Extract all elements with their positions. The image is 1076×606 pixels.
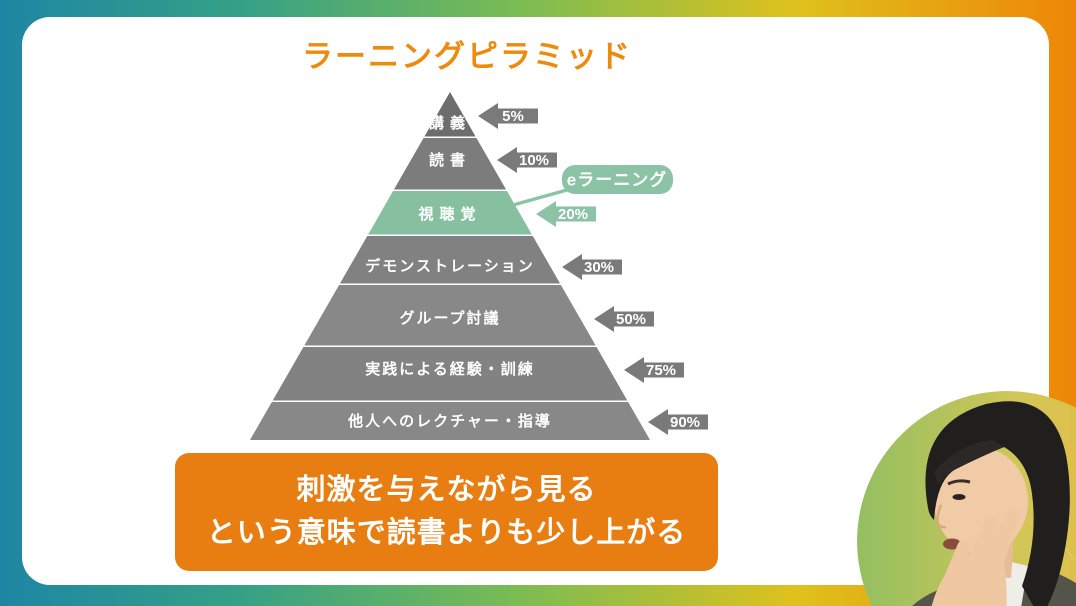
pyramid-level-label: 講義 bbox=[429, 114, 471, 132]
person-nose bbox=[936, 504, 947, 529]
person-hair-fringe bbox=[934, 440, 1004, 485]
callout-bubble bbox=[562, 165, 673, 194]
person-eye bbox=[952, 494, 966, 500]
pyramid-level-band bbox=[250, 402, 650, 440]
pct-label: 20% bbox=[558, 206, 588, 223]
pct-label: 50% bbox=[616, 311, 646, 328]
left-arrow-icon bbox=[497, 147, 557, 173]
left-arrow-icon bbox=[478, 103, 538, 129]
left-arrow-icon bbox=[624, 357, 684, 383]
left-arrow-icon bbox=[562, 254, 622, 280]
pyramid-level-label: 実践による経験・訓練 bbox=[365, 360, 535, 378]
callout-label: eラーニング bbox=[567, 169, 667, 189]
speaker-photo bbox=[857, 391, 1076, 606]
percentage-arrows: 5% 10% 20% 30% 50% 75% 90% bbox=[478, 103, 708, 435]
pyramid-level-label: グループ討議 bbox=[399, 309, 500, 327]
left-arrow-icon bbox=[536, 201, 596, 227]
slide-title: ラーニングピラミッド bbox=[302, 39, 632, 74]
person-mouth bbox=[943, 538, 961, 550]
pyramid-level-label: 他人へのレクチャー・指導 bbox=[347, 412, 552, 430]
pct-label: 75% bbox=[646, 362, 676, 379]
callout-connector-line bbox=[512, 188, 568, 207]
pyramid-level-label: 視聴覚 bbox=[417, 205, 481, 223]
pyramid-level-label: デモンストレーション bbox=[365, 257, 534, 275]
pct-label: 90% bbox=[670, 414, 700, 431]
pct-label: 30% bbox=[584, 259, 614, 276]
pyramid-level-label: 読書 bbox=[429, 151, 471, 169]
caption-banner: 刺激を与えながら見る という意味で読書よりも少し上がる bbox=[175, 453, 718, 571]
person-eyebrow bbox=[947, 479, 971, 486]
left-arrow-icon bbox=[648, 409, 708, 435]
left-arrow-icon bbox=[594, 306, 654, 332]
elearning-callout: eラーニング bbox=[512, 165, 673, 207]
caption-line-1: 刺激を与えながら見る bbox=[296, 473, 597, 506]
pct-label: 5% bbox=[502, 108, 524, 125]
pyramid-level-band bbox=[250, 347, 650, 401]
pct-label: 10% bbox=[519, 152, 549, 169]
person-hand bbox=[922, 507, 1020, 606]
caption-line-2: という意味で読書よりも少し上がる bbox=[206, 517, 687, 549]
